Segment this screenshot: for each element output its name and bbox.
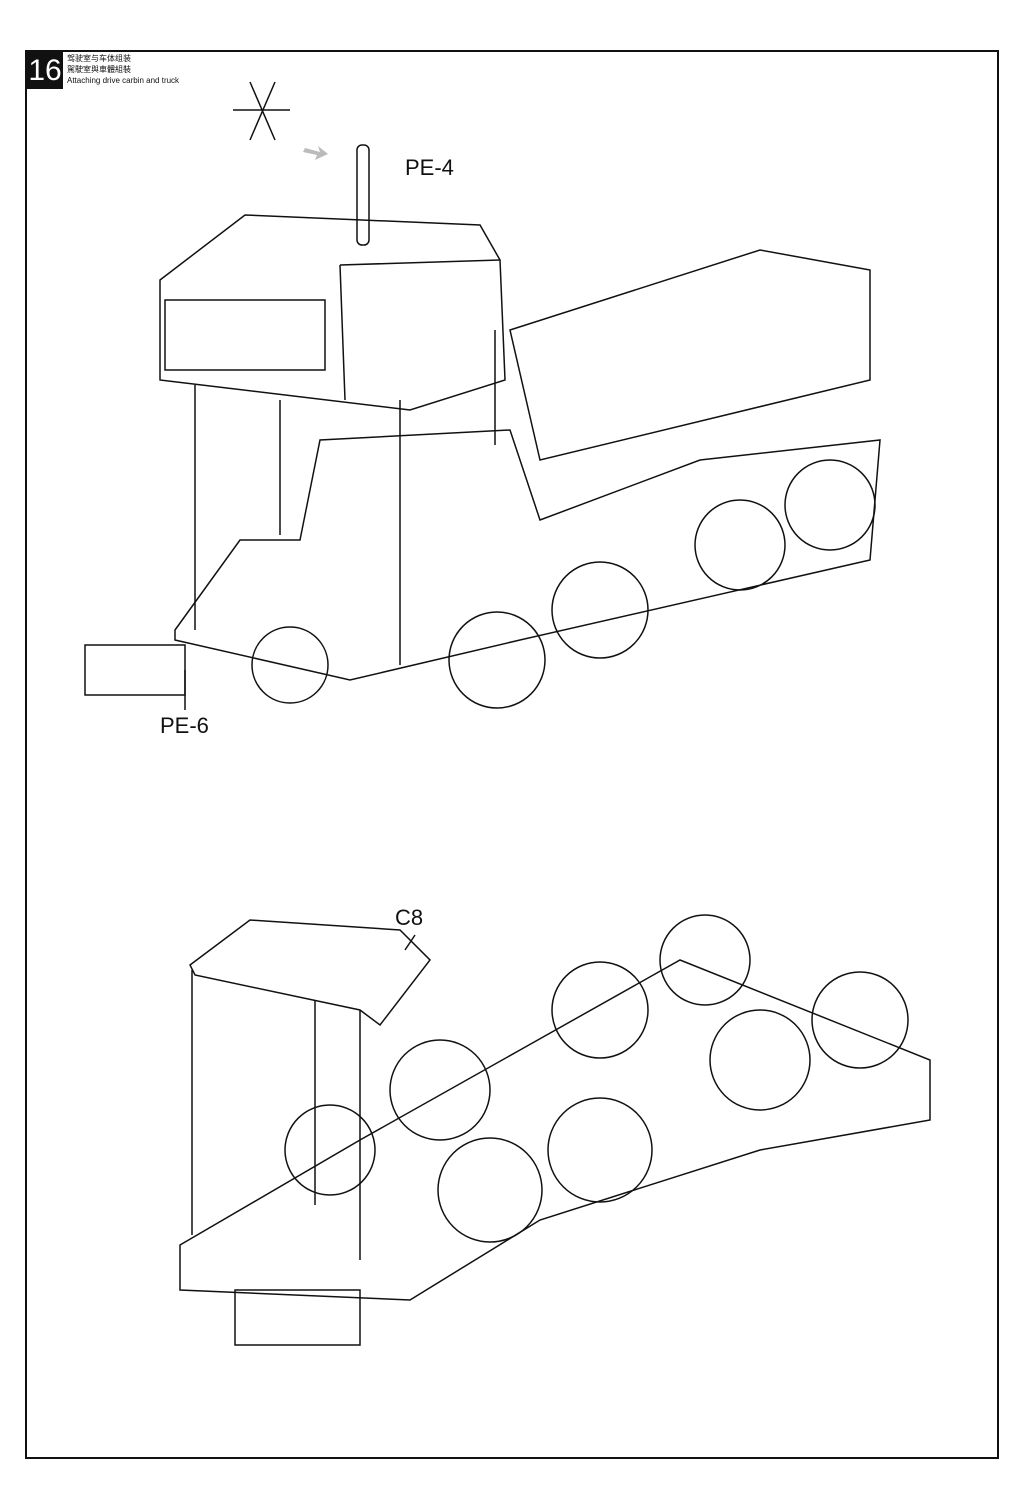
do-not-glue-icon [233,81,290,141]
step-title-zh-simplified: 驾驶室与车体组装 [67,54,131,63]
truck-underside [179,914,931,1346]
step-title-zh-traditional: 駕駛室與車體組裝 [67,65,131,74]
part-label-pe4: PE-4 [405,155,454,180]
truck-chassis-upper [84,249,881,710]
step-number: 16 [27,52,63,89]
part-label-pe6: PE-6 [160,713,209,738]
part-label-c8: C8 [395,905,424,930]
page-frame [25,50,999,1459]
cab-part [159,144,506,411]
direction-arrow-icon [303,146,328,160]
step-title-en: Attaching drive carbin and truck [67,76,180,85]
step-title: 驾驶室与车体组装 駕駛室與車體組裝 Attaching drive carbin… [67,53,179,86]
